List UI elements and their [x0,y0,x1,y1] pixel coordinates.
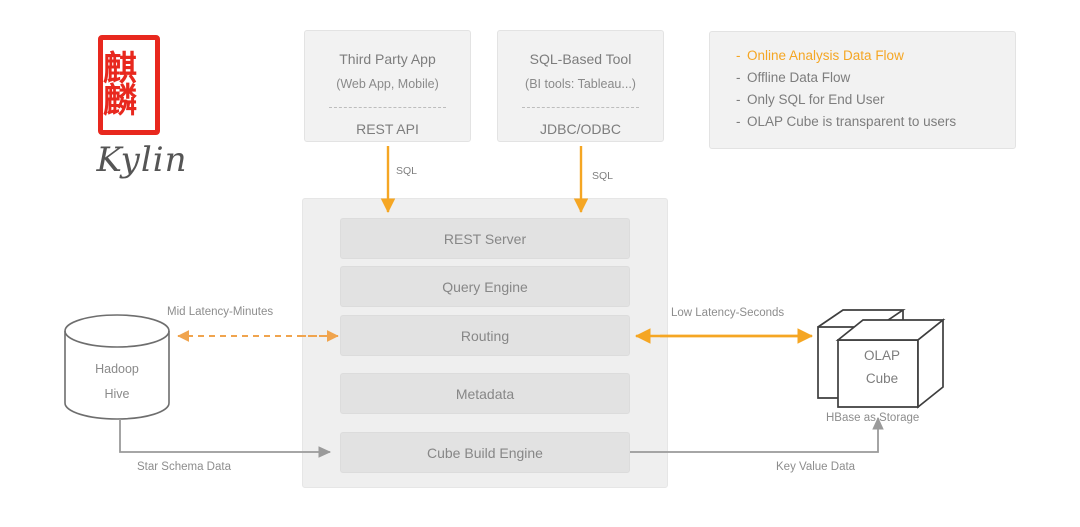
client-box-sql-based-tool: SQL-Based Tool (BI tools: Tableau...) JD… [497,30,664,142]
edge-label-star-schema-data: Star Schema Data [137,461,231,473]
edge-label-sql-right: SQL [592,170,614,182]
legend-item-label: OLAP Cube is transparent to users [747,114,957,129]
legend-bullet: - [736,92,741,107]
layer-query-engine: Query Engine [340,266,630,307]
legend-item-only-sql-for-end-user: -Only SQL for End User [736,89,1015,111]
kylin-seal-characters: 麒麟 [103,48,137,121]
kylin-seal-icon: 麒麟 [98,35,160,135]
legend-item-label: Online Analysis Data Flow [747,48,904,63]
layer-cube-build-engine: Cube Build Engine [340,432,630,473]
kylin-wordmark: Kylin [96,140,188,180]
edge-label-key-value-data: Key Value Data [776,461,856,473]
client-box-third-party-app: Third Party App (Web App, Mobile) REST A… [304,30,471,142]
kylin-logo: 麒麟 Kylin [60,25,220,200]
legend-bullet: - [736,48,741,63]
source-label-line2: Hive [104,387,130,401]
legend-bullet: - [736,114,741,129]
edge-label-low-latency: Low Latency-Seconds [671,307,785,319]
client-divider [522,107,639,108]
client-subtitle: (BI tools: Tableau...) [525,77,636,91]
edge-label-mid-latency: Mid Latency-Minutes [167,306,274,318]
legend-item-online-analysis-data-flow: -Online Analysis Data Flow [736,45,1015,67]
client-divider [329,107,446,108]
legend-box: -Online Analysis Data Flow -Offline Data… [709,31,1016,149]
arrow-star-schema-data [119,419,332,458]
source-label-line1: Hadoop [95,362,139,376]
layer-routing: Routing [340,315,630,356]
edge-label-sql-left: SQL [396,165,418,177]
hbase-storage-caption: HBase as Storage [826,412,920,424]
client-interface-label: REST API [356,121,419,137]
client-title: Third Party App [339,51,436,67]
storage-label-line1-front: OLAP [863,348,901,363]
client-title: SQL-Based Tool [529,51,632,67]
legend-item-offline-data-flow: -Offline Data Flow [736,67,1015,89]
legend-item-label: Offline Data Flow [747,70,851,85]
client-interface-label: JDBC/ODBC [540,121,621,137]
legend-item-olap-cube-transparent: -OLAP Cube is transparent to users [736,111,1015,133]
legend-item-label: Only SQL for End User [747,92,885,107]
olap-cube-front-icon [835,318,946,409]
layer-metadata: Metadata [340,373,630,414]
layer-rest-server: REST Server [340,218,630,259]
legend-bullet: - [736,70,741,85]
storage-label-line2-front: Cube [865,371,899,386]
client-subtitle: (Web App, Mobile) [336,77,439,91]
